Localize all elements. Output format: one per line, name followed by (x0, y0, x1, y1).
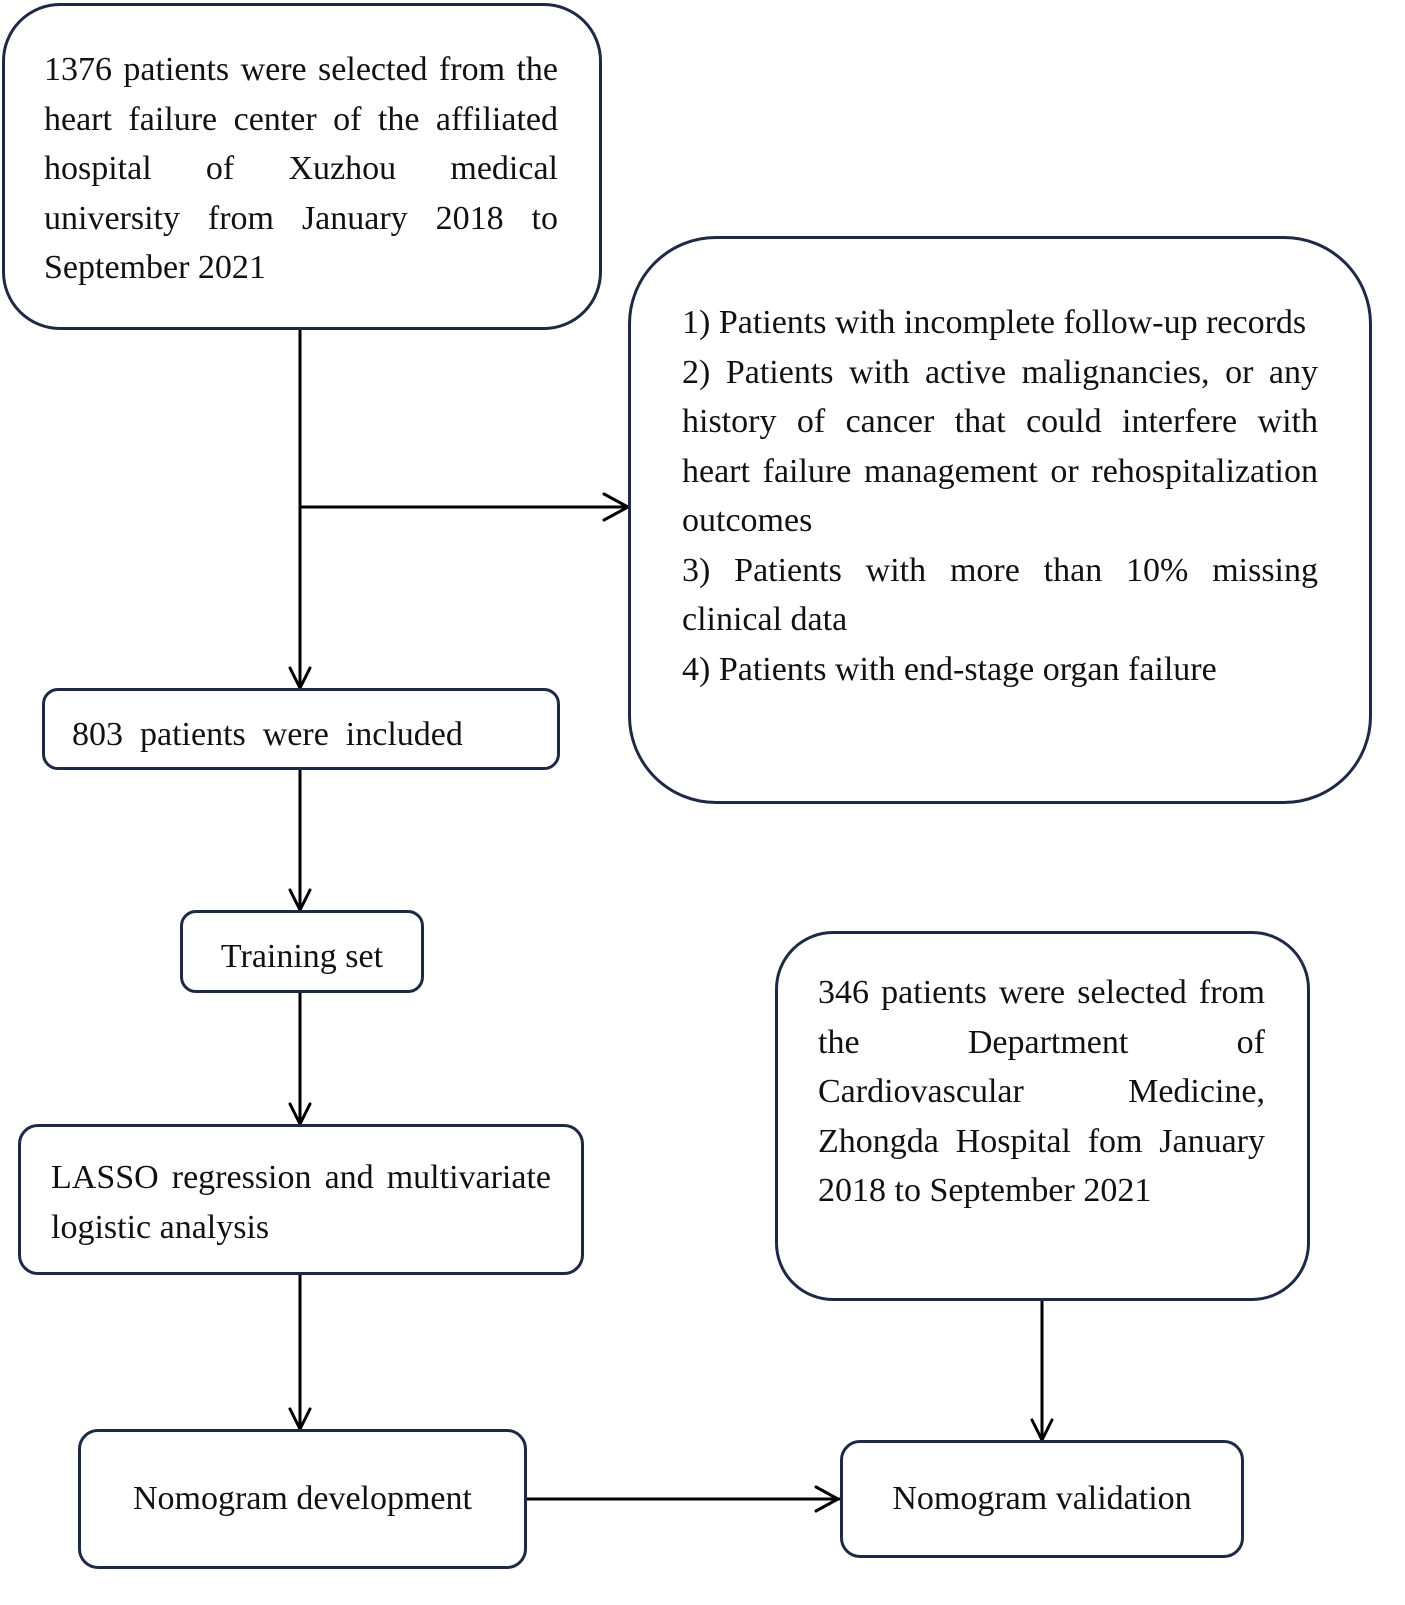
development-text: Nomogram development (133, 1480, 472, 1517)
included-text: 803 patients were included (72, 716, 463, 753)
analysis-text: LASSO regression and multivariate logist… (51, 1159, 551, 1246)
analysis-box (18, 1124, 584, 1275)
included-box (42, 688, 560, 770)
source-box (2, 3, 602, 330)
arrowhead-validation-side (814, 1485, 842, 1513)
exclusion-list: 1) Patients with incomplete follow-up re… (682, 298, 1318, 694)
exclusion-box (628, 236, 1372, 804)
development-box (78, 1429, 527, 1569)
validation-text: Nomogram validation (892, 1480, 1192, 1517)
validation-source-text: 346 patients were selected from the Depa… (818, 974, 1265, 1209)
validation-source-box (775, 931, 1310, 1301)
exclusion-item-4: 4) Patients with end-stage organ failure (682, 650, 1217, 688)
training-text: Training set (220, 938, 384, 975)
exclusion-item-1: 1) Patients with incomplete follow-up re… (682, 304, 1307, 341)
exclusion-item-3: 3) Patients with more than 10% missing c… (682, 551, 1318, 639)
validation-box (840, 1440, 1244, 1558)
exclusion-item-2: 2) Patients with active malignancies, or… (682, 353, 1318, 540)
source-text: 1376 patients were selected from the hea… (44, 51, 558, 286)
training-box (180, 910, 424, 993)
